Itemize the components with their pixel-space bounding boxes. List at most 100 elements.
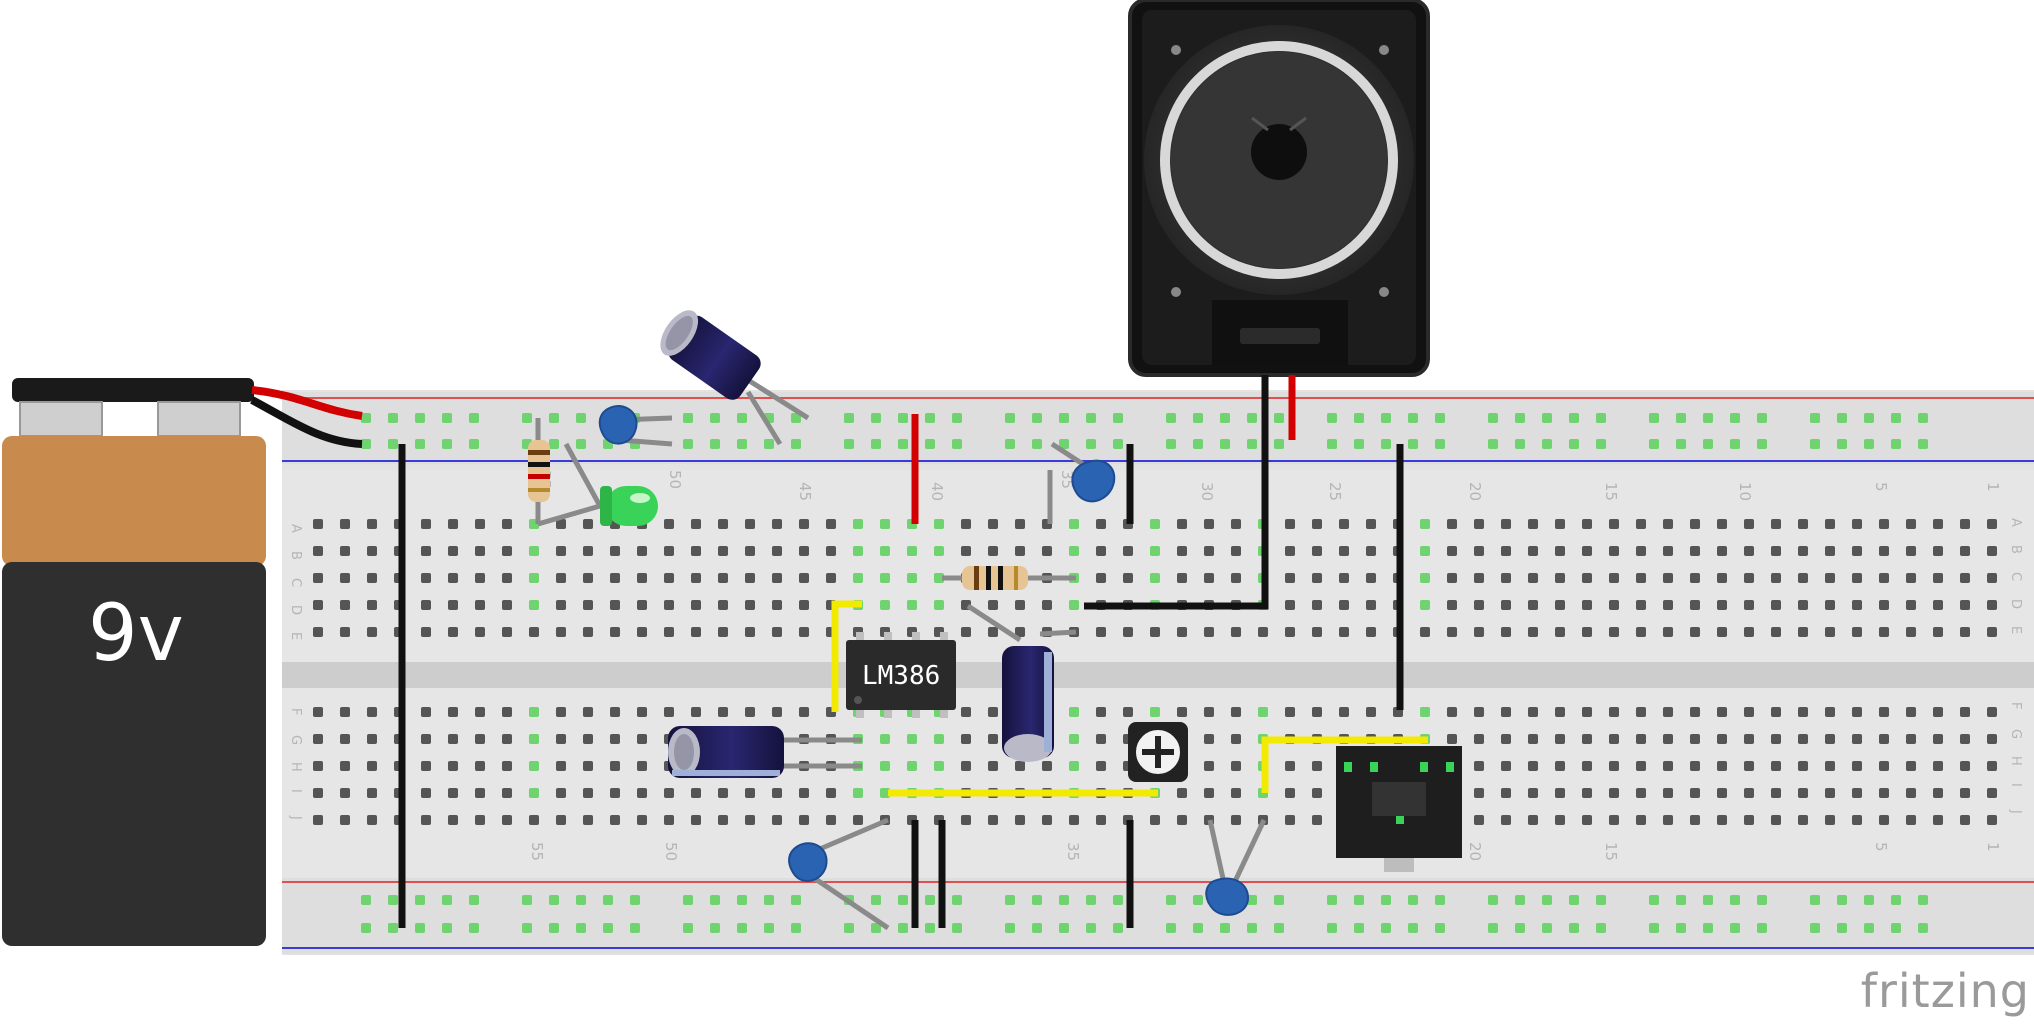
hole bbox=[1582, 600, 1592, 610]
row-letter-a-right: A bbox=[2008, 518, 2023, 527]
hole bbox=[1015, 546, 1025, 556]
hole bbox=[1852, 546, 1862, 556]
hole bbox=[1798, 600, 1808, 610]
rail-hole bbox=[871, 413, 881, 423]
cap-blue-1 bbox=[598, 405, 638, 445]
hole bbox=[772, 627, 782, 637]
hole bbox=[1906, 734, 1916, 744]
hole bbox=[340, 600, 350, 610]
hole bbox=[1285, 573, 1295, 583]
colnum-top-50: 50 bbox=[666, 470, 684, 489]
hole bbox=[1447, 707, 1457, 717]
rail-hole bbox=[710, 439, 720, 449]
jack-pin-1 bbox=[1344, 762, 1352, 772]
hole bbox=[1717, 546, 1727, 556]
hole bbox=[1933, 519, 1943, 529]
row-letter-e-left: E bbox=[288, 632, 303, 640]
pot-cross bbox=[1142, 736, 1174, 768]
hole bbox=[1825, 707, 1835, 717]
hole bbox=[529, 627, 539, 637]
rail-hole bbox=[1032, 439, 1042, 449]
hole bbox=[1474, 734, 1484, 744]
hole bbox=[367, 788, 377, 798]
speaker-screw-br bbox=[1379, 287, 1389, 297]
hole bbox=[1528, 600, 1538, 610]
hole bbox=[421, 573, 431, 583]
hole bbox=[610, 627, 620, 637]
hole bbox=[826, 573, 836, 583]
hole bbox=[826, 546, 836, 556]
hole bbox=[1501, 707, 1511, 717]
row-letter-f-right: F bbox=[2008, 702, 2023, 709]
rail-hole bbox=[1193, 413, 1203, 423]
hole bbox=[1069, 600, 1079, 610]
hole bbox=[475, 815, 485, 825]
hole bbox=[1690, 815, 1700, 825]
hole bbox=[1906, 707, 1916, 717]
hole bbox=[529, 546, 539, 556]
hole bbox=[367, 600, 377, 610]
hole bbox=[1906, 519, 1916, 529]
hole bbox=[1339, 627, 1349, 637]
hole bbox=[610, 734, 620, 744]
rail-hole bbox=[1247, 413, 1257, 423]
hole bbox=[1744, 573, 1754, 583]
hole bbox=[313, 761, 323, 771]
hole bbox=[1744, 627, 1754, 637]
hole bbox=[1609, 788, 1619, 798]
rail-hole bbox=[1891, 923, 1901, 933]
hole bbox=[1798, 815, 1808, 825]
rail-hole bbox=[1676, 923, 1686, 933]
hole bbox=[1285, 815, 1295, 825]
hole bbox=[1987, 546, 1997, 556]
hole bbox=[1528, 627, 1538, 637]
hole bbox=[1987, 707, 1997, 717]
hole bbox=[880, 573, 890, 583]
rail-hole bbox=[1247, 923, 1257, 933]
hole bbox=[1366, 627, 1376, 637]
hole bbox=[1150, 627, 1160, 637]
hole bbox=[691, 546, 701, 556]
hole bbox=[1771, 573, 1781, 583]
rail-hole bbox=[1327, 895, 1337, 905]
cap-blue-3 bbox=[788, 842, 828, 882]
hole bbox=[367, 519, 377, 529]
hole bbox=[1501, 573, 1511, 583]
rail-hole bbox=[1864, 923, 1874, 933]
row-letter-e-right: E bbox=[2008, 626, 2023, 634]
hole bbox=[1987, 600, 1997, 610]
hole bbox=[1474, 761, 1484, 771]
rail-hole bbox=[1381, 895, 1391, 905]
hole bbox=[1798, 788, 1808, 798]
hole bbox=[1987, 788, 1997, 798]
hole bbox=[1960, 573, 1970, 583]
hole bbox=[1960, 761, 1970, 771]
hole bbox=[637, 546, 647, 556]
hole bbox=[718, 788, 728, 798]
row-letter-g-right: G bbox=[2008, 729, 2023, 739]
battery-terminal-right bbox=[157, 401, 241, 437]
row-letter-f-left: F bbox=[288, 708, 303, 715]
hole bbox=[853, 788, 863, 798]
rail-hole bbox=[1515, 895, 1525, 905]
rail-hole bbox=[1327, 439, 1337, 449]
hole bbox=[502, 600, 512, 610]
hole bbox=[556, 627, 566, 637]
hole bbox=[799, 627, 809, 637]
hole bbox=[448, 734, 458, 744]
row-letters-left: A B C D E F G H I J bbox=[288, 524, 303, 820]
hole bbox=[772, 546, 782, 556]
hole bbox=[1501, 734, 1511, 744]
hole bbox=[1339, 519, 1349, 529]
rail-hole bbox=[576, 439, 586, 449]
rail-hole bbox=[898, 439, 908, 449]
speaker-slot bbox=[1240, 328, 1320, 344]
rail-hole bbox=[1274, 923, 1284, 933]
hole bbox=[1339, 546, 1349, 556]
row-letter-j-left: J bbox=[288, 815, 303, 820]
hole bbox=[1015, 761, 1025, 771]
hole bbox=[1042, 546, 1052, 556]
colnum-top-1: 1 bbox=[1984, 482, 2002, 492]
hole bbox=[556, 600, 566, 610]
hole bbox=[1879, 600, 1889, 610]
